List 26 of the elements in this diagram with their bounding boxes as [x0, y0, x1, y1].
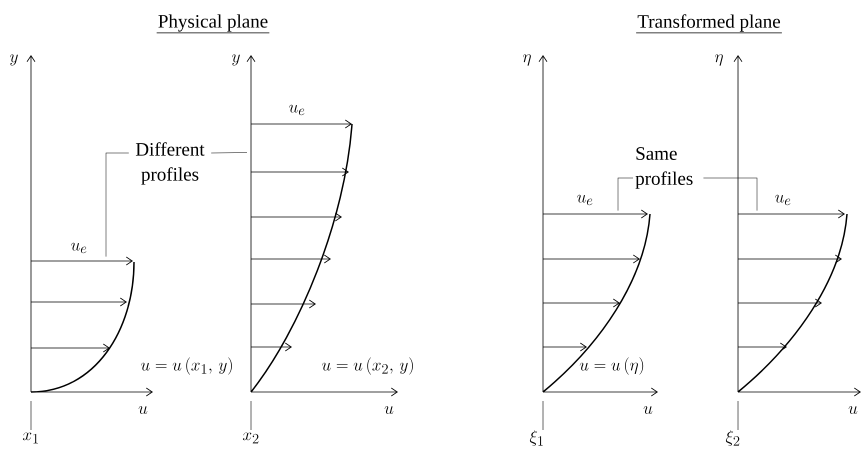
math-label: $u$ — [848, 406, 858, 414]
leader-line — [703, 178, 758, 211]
leader-line — [106, 152, 130, 257]
math-label: $\eta$ — [715, 54, 723, 66]
velocity-profile-drawing — [738, 210, 848, 393]
math-label: $u = u\,(x_1,\, y)$ — [141, 357, 232, 375]
math-label: $x_2$ — [242, 432, 258, 444]
callout-text: Different profiles — [136, 142, 205, 185]
panel-title: Transformed plane — [636, 14, 782, 34]
panel-title: Physical plane — [156, 14, 270, 34]
velocity-profile-drawing — [542, 210, 651, 393]
math-label: $u = u\,(\eta)$ — [580, 357, 644, 375]
callout-text: Same profiles — [636, 147, 693, 189]
math-label: $\eta$ — [523, 54, 531, 66]
math-label: $u$ — [644, 406, 652, 414]
math-label: $\xi_1$ — [530, 430, 543, 446]
math-label: $\xi_2$ — [726, 430, 740, 446]
leader-line — [618, 178, 634, 211]
math-label: $u$ — [384, 406, 394, 414]
leader-line — [210, 152, 248, 154]
math-label: $u$ — [138, 406, 148, 414]
math-label: $u = u\,(x_2,\, y)$ — [322, 357, 413, 375]
math-label: $x_1$ — [22, 432, 38, 444]
math-label: $y$ — [232, 54, 240, 66]
math-label: $y$ — [10, 54, 18, 66]
velocity-profile-drawing — [30, 256, 135, 393]
